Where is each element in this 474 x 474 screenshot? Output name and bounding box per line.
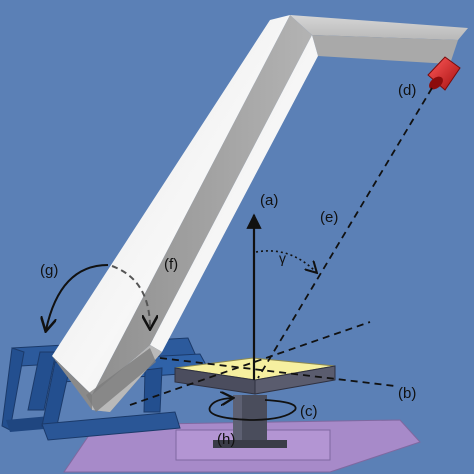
label-b: (b) [398, 385, 416, 402]
label-f: (f) [164, 256, 178, 273]
plate-axes [129, 321, 396, 406]
label-c: (c) [300, 403, 318, 420]
arm [52, 15, 468, 412]
label-a: (a) [260, 192, 278, 209]
angle-gamma-arc [255, 250, 316, 272]
camera [427, 56, 461, 91]
label-d: (d) [398, 82, 416, 99]
label-e: (e) [320, 209, 338, 226]
label-gamma: γ [279, 250, 286, 266]
plate-rotation-arrow [208, 398, 297, 421]
arm-rotation-arrow [46, 264, 109, 330]
label-h: (h) [217, 431, 235, 448]
camera-ray [257, 87, 433, 379]
label-g: (g) [40, 262, 58, 279]
